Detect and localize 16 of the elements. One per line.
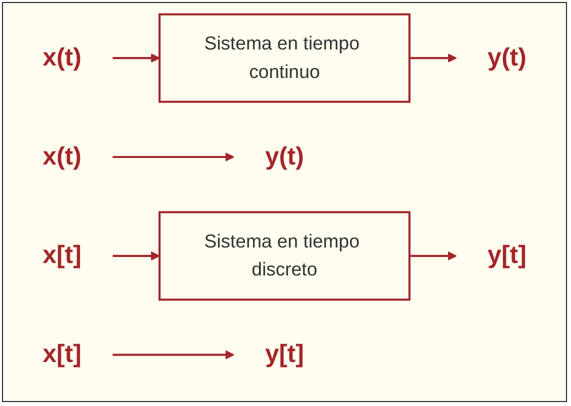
arrow [112,54,160,63]
node-text: x(t) [42,44,82,72]
node-text: y(t) [488,44,526,72]
arrow [409,252,457,261]
arrow [112,252,160,261]
node-box: Sistema en tiempo continuo [158,14,410,104]
arrow [112,350,234,360]
node-text: y[t] [488,242,526,270]
node-box: Sistema en tiempo discreto [158,211,410,301]
arrow [409,54,457,63]
node-text: x[t] [42,340,82,369]
arrow [112,152,234,162]
node-text: x[t] [42,242,82,270]
node-text: y(t) [265,142,304,171]
node-text: y[t] [265,340,304,369]
node-text: x(t) [42,142,82,171]
